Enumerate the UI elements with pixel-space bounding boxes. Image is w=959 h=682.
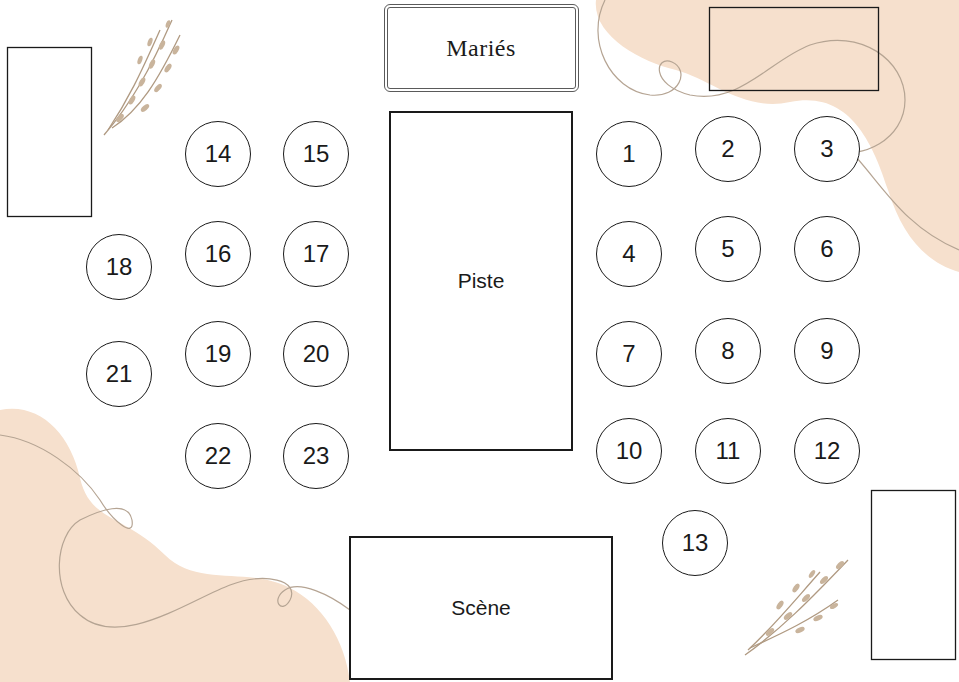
table-label: 15: [303, 141, 330, 167]
guest-table: 14: [185, 121, 251, 187]
guest-table: 3: [794, 116, 860, 182]
table-label: 12: [814, 438, 841, 464]
table-label: Mariés: [446, 35, 516, 61]
guest-table: 20: [283, 321, 349, 387]
table-label: 3: [820, 136, 833, 162]
guest-table: 4: [596, 221, 662, 287]
table-label: 17: [303, 241, 330, 267]
table-label: 6: [820, 236, 833, 262]
table-label: 2: [721, 136, 734, 162]
guest-table: 6: [794, 216, 860, 282]
table-label: 9: [820, 338, 833, 364]
guest-table: 7: [596, 321, 662, 387]
table-label: 20: [303, 341, 330, 367]
lavender-sprig: [104, 20, 181, 135]
area-box: Scène: [349, 536, 613, 680]
table-label: 1: [622, 141, 635, 167]
guest-table: 12: [794, 418, 860, 484]
table-label: Scène: [451, 596, 511, 619]
empty-table: [710, 8, 879, 91]
table-label: 10: [616, 438, 643, 464]
curly-line: [0, 0, 959, 627]
guest-table: 18: [86, 234, 152, 300]
empty-table: [872, 491, 956, 660]
table-label: 4: [622, 241, 635, 267]
guest-table: 23: [283, 423, 349, 489]
beige-blob: [0, 409, 350, 682]
table-label: 8: [721, 338, 734, 364]
guest-table: 19: [185, 321, 251, 387]
guest-table: 22: [185, 423, 251, 489]
table-label: 7: [622, 341, 635, 367]
table-label: 22: [205, 443, 232, 469]
guest-table: 21: [86, 341, 152, 407]
table-label: 21: [106, 361, 133, 387]
guest-table: 9: [794, 318, 860, 384]
table-label: 18: [106, 254, 133, 280]
table-label: Piste: [458, 269, 505, 292]
table-label: 14: [205, 141, 232, 167]
table-label: 5: [721, 236, 734, 262]
guest-table: 16: [185, 221, 251, 287]
couple-table: Mariés: [384, 4, 579, 92]
table-label: 13: [682, 530, 709, 556]
table-label: 23: [303, 443, 330, 469]
guest-table: 1: [596, 121, 662, 187]
area-box: Piste: [389, 111, 573, 451]
guest-table: 8: [695, 318, 761, 384]
empty-table: [8, 48, 92, 217]
guest-table: 5: [695, 216, 761, 282]
guest-table: 17: [283, 221, 349, 287]
table-label: 16: [205, 241, 232, 267]
guest-table: 10: [596, 418, 662, 484]
guest-table: 2: [695, 116, 761, 182]
table-label: 11: [716, 438, 741, 464]
lavender-sprig: [745, 560, 848, 655]
table-label: 19: [205, 341, 232, 367]
guest-table: 11: [695, 418, 761, 484]
guest-table: 15: [283, 121, 349, 187]
guest-table: 13: [662, 510, 728, 576]
